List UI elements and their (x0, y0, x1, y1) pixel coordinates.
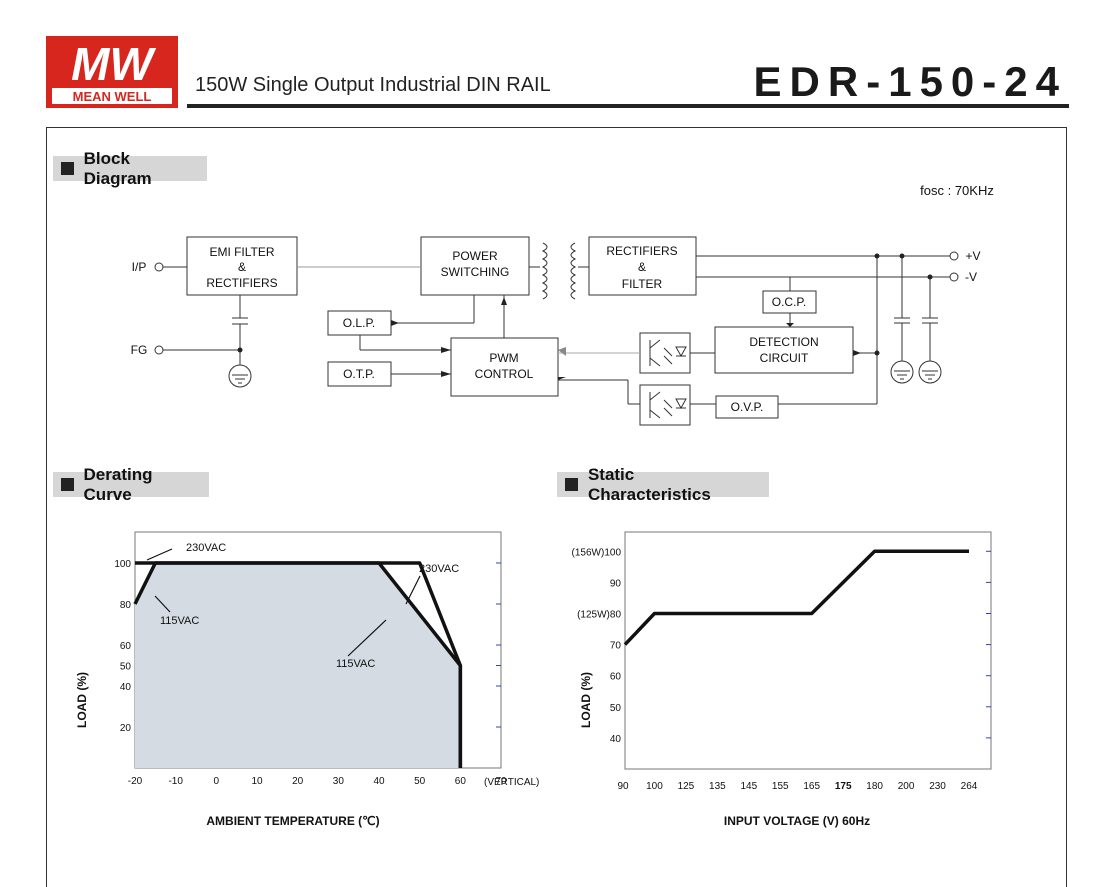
rect-label-2: & (638, 260, 646, 274)
derating-x-suffix: (VERTICAL) (484, 777, 539, 788)
emi-label-3: RECTIFIERS (206, 276, 277, 290)
emi-label-1: EMI FILTER (209, 245, 274, 259)
header-divider (187, 104, 1069, 108)
static-xlabel: INPUT VOLTAGE (V) 60Hz (724, 814, 870, 828)
annotation-230vac-1: 230VAC (186, 542, 226, 554)
model-number: EDR-150-24 (753, 58, 1067, 105)
section-bullet-icon (565, 478, 578, 491)
power-label-2: SWITCHING (441, 265, 510, 279)
derating-y-tick: 50 (120, 662, 132, 673)
static-y-tick: (125W)80 (577, 610, 621, 621)
derating-x-tick: 60 (455, 776, 467, 787)
section-static-characteristics: Static Characteristics (557, 465, 769, 504)
derating-x-tick: 70 (495, 776, 507, 787)
logo-name: MEAN WELL (73, 89, 152, 104)
power-switching-box (420, 236, 530, 296)
emi-filter-box (186, 236, 298, 296)
vminus-label: -V (965, 270, 977, 284)
derating-x-tick: 20 (292, 776, 304, 787)
derating-y-tick: 60 (120, 641, 132, 652)
static-x-tick: 125 (678, 781, 695, 792)
mean-well-logo: MW MEAN WELL (46, 36, 178, 108)
power-label-1: POWER (452, 249, 498, 263)
derating-y-tick: 40 (120, 682, 132, 693)
derating-x-tick: 40 (373, 776, 385, 787)
derating-line-115vac (133, 561, 463, 768)
section-bullet-icon (61, 162, 74, 175)
annotation-230vac-2: 230VAC (419, 563, 459, 575)
static-x-tick: 175 (835, 781, 852, 792)
static-x-tick: 180 (866, 781, 883, 792)
detection-circuit-box (714, 326, 854, 374)
static-y-tick: 70 (610, 641, 622, 652)
logo-mark: MW (71, 38, 156, 90)
derating-ylabel: LOAD (%) (75, 672, 89, 728)
derating-area-115vac (135, 563, 461, 768)
detection-label-1: DETECTION (749, 335, 818, 349)
ground-icon (228, 360, 942, 388)
rectifiers-filter-box (588, 236, 697, 296)
static-x-tick: 135 (709, 781, 726, 792)
derating-xlabel: AMBIENT TEMPERATURE (℃) (206, 814, 379, 828)
static-x-tick: 90 (617, 781, 629, 792)
ovp-box (715, 395, 779, 419)
pwm-control-box (450, 337, 559, 397)
emi-label-2: & (238, 260, 246, 274)
derating-y-tick: 80 (120, 600, 132, 611)
static-ylabel: LOAD (%) (579, 672, 593, 728)
annotation-115vac-1: 115VAC (160, 615, 199, 627)
section-derating-curve: Derating Curve (53, 465, 209, 504)
static-x-tick: 165 (803, 781, 820, 792)
fosc-label: fosc : 70KHz (920, 183, 994, 198)
ocp-label: O.C.P. (772, 295, 806, 309)
static-x-tick: 145 (740, 781, 757, 792)
vplus-label: +V (965, 249, 980, 263)
derating-x-tick: 30 (333, 776, 345, 787)
static-x-tick: 230 (929, 781, 946, 792)
section-title: Block Diagram (83, 148, 152, 188)
ovp-label: O.V.P. (731, 400, 764, 414)
derating-x-tick: -20 (128, 776, 143, 787)
derating-x-tick: -10 (168, 776, 183, 787)
optocoupler-bottom (639, 384, 691, 426)
olp-label: O.L.P. (343, 316, 375, 330)
static-load-line (623, 549, 969, 646)
olp-box (327, 310, 392, 336)
static-y-tick: 40 (610, 734, 622, 745)
fg-label: FG (131, 343, 148, 357)
content-frame (46, 127, 1067, 887)
static-x-tick: 100 (646, 781, 663, 792)
section-title: Static Characteristics (587, 464, 711, 504)
pwm-label-1: PWM (489, 351, 518, 365)
static-y-tick: 60 (610, 672, 622, 683)
static-plot-frame (624, 531, 992, 770)
section-block-diagram: Block Diagram (53, 149, 207, 188)
derating-y-tick: 20 (120, 723, 132, 734)
derating-y-tick: 100 (114, 559, 131, 570)
optocoupler-icon (649, 339, 687, 419)
derating-x-tick: 0 (214, 776, 220, 787)
section-bullet-icon (61, 478, 74, 491)
rect-label-3: FILTER (622, 277, 663, 291)
pwm-label-2: CONTROL (475, 367, 534, 381)
derating-x-tick: 50 (414, 776, 426, 787)
detection-label-2: CIRCUIT (760, 351, 809, 365)
static-x-tick: 264 (961, 781, 978, 792)
static-x-tick: 155 (772, 781, 789, 792)
static-x-tick: 200 (898, 781, 915, 792)
page-subtitle: 150W Single Output Industrial DIN RAIL (195, 74, 551, 96)
ip-label: I/P (132, 260, 147, 274)
static-y-tick: 90 (610, 578, 622, 589)
derating-x-tick: 10 (251, 776, 263, 787)
annotation-115vac-2: 115VAC (336, 658, 375, 670)
rect-label-1: RECTIFIERS (606, 244, 677, 258)
static-y-tick: (156W)100 (572, 547, 622, 558)
static-y-tick: 50 (610, 703, 622, 714)
section-title: Derating Curve (83, 464, 153, 504)
otp-label: O.T.P. (343, 367, 375, 381)
